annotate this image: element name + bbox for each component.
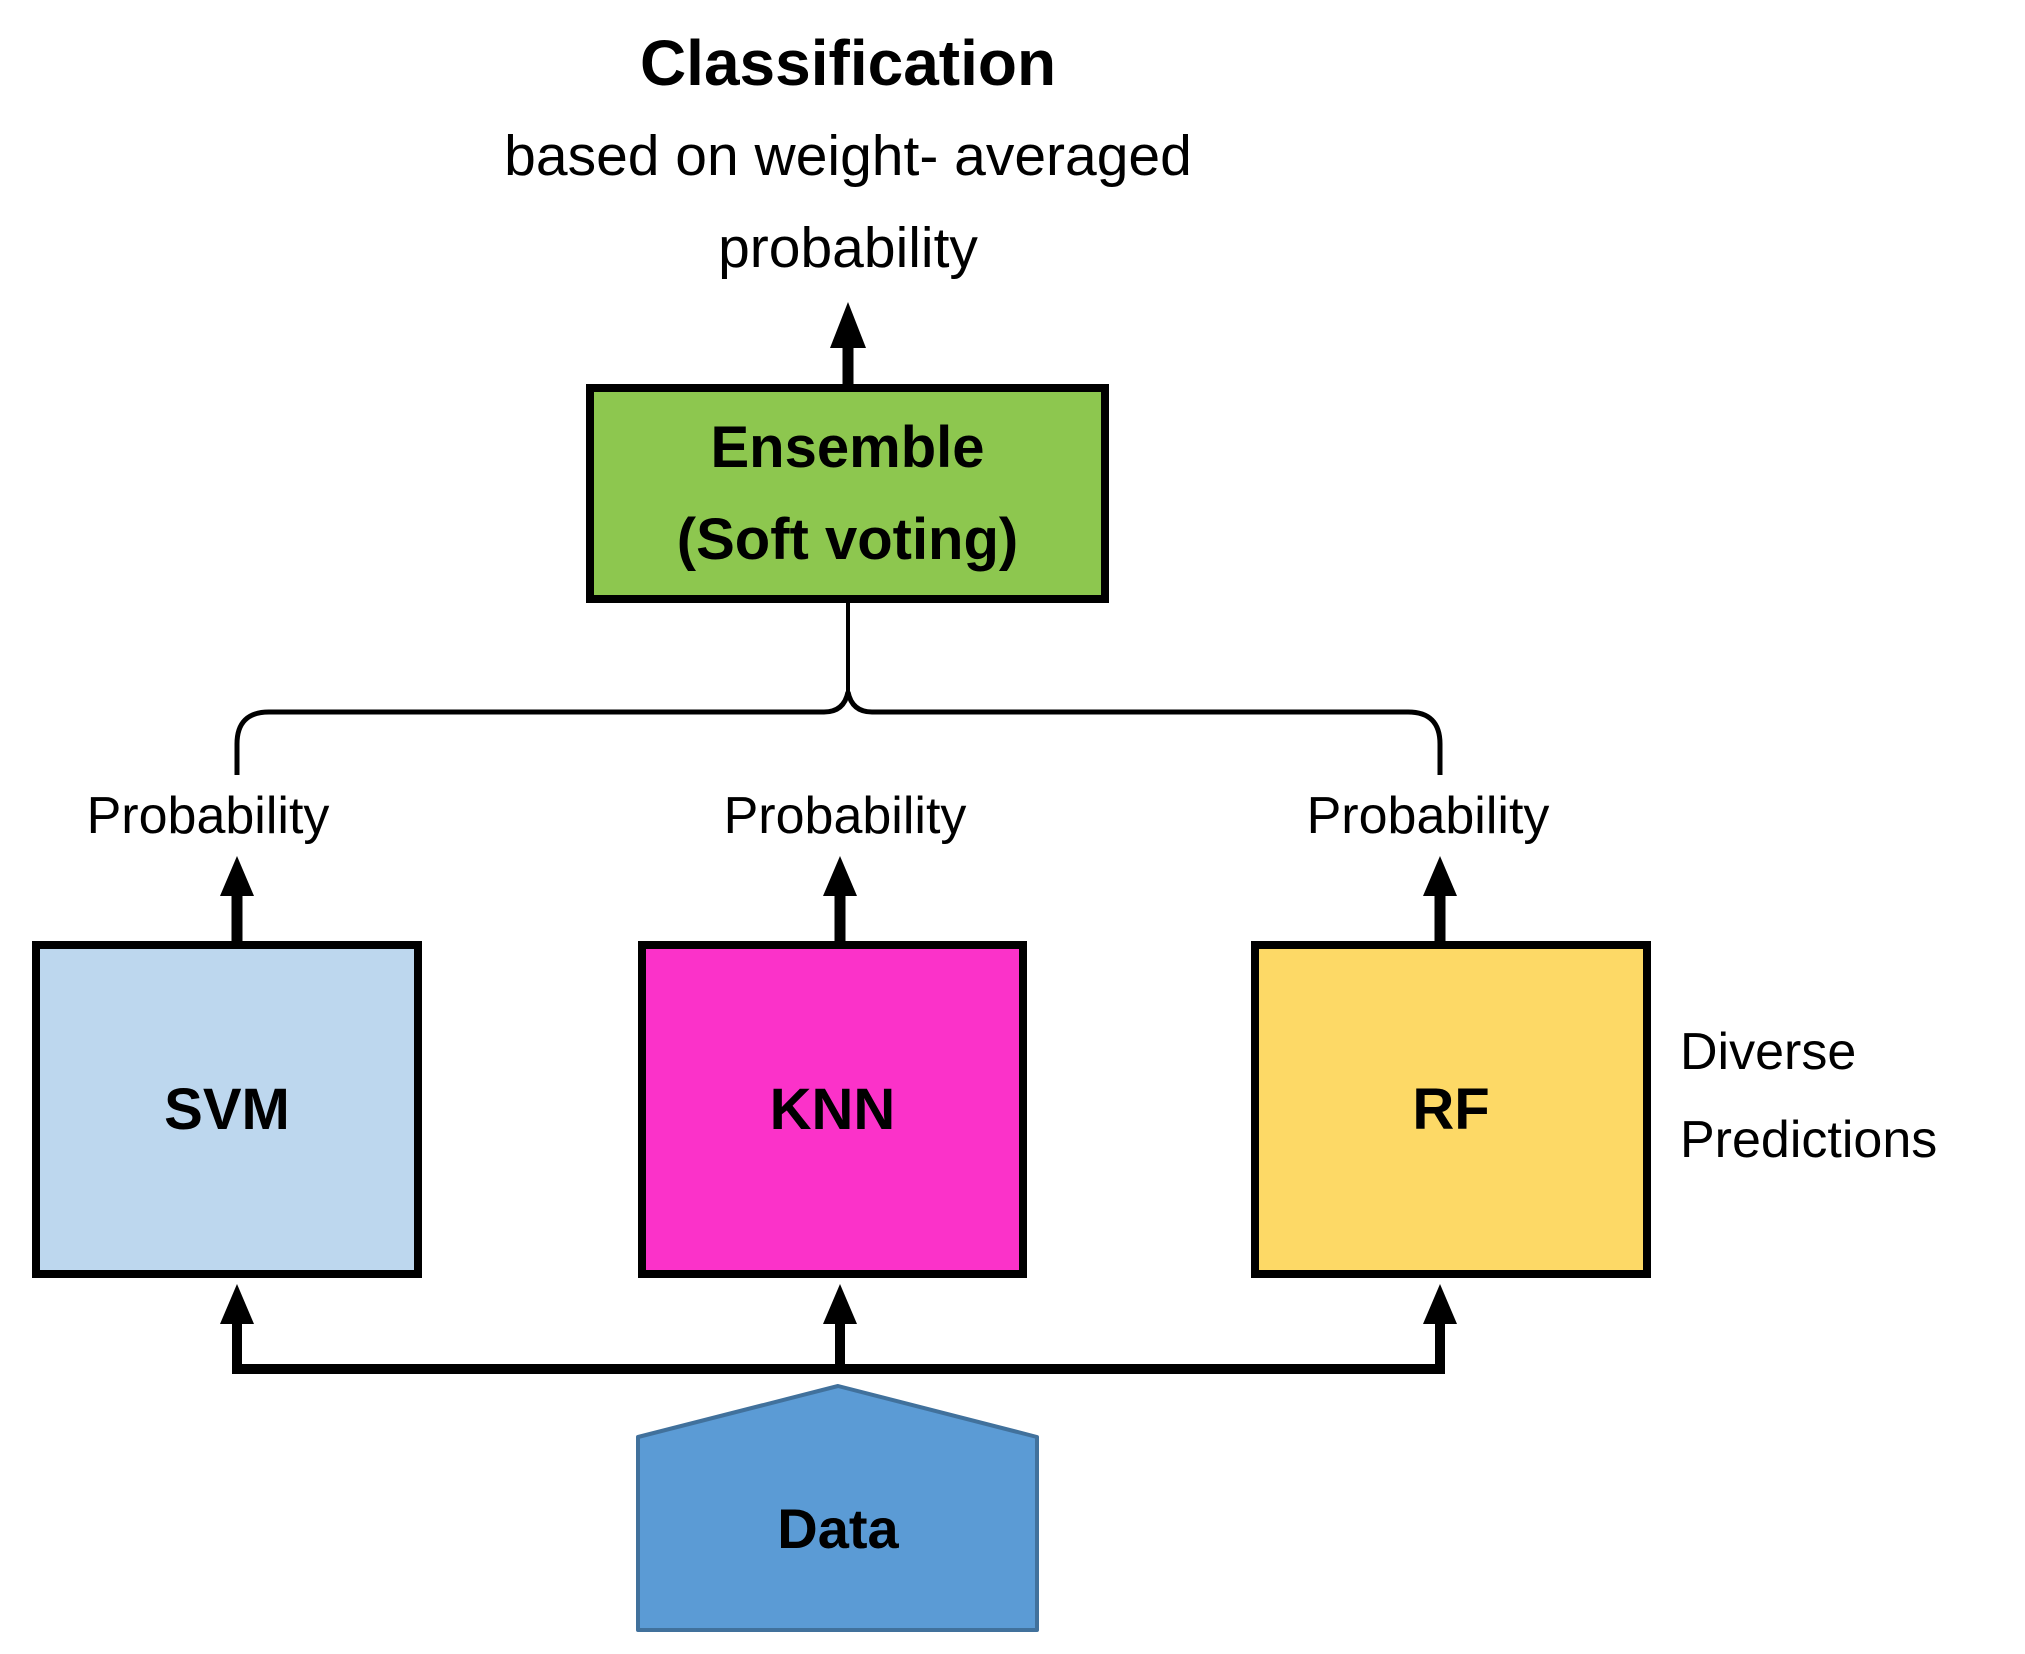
knn-label: KNN (769, 1076, 896, 1142)
classification-title: Classification (639, 27, 1057, 99)
knn-input-arrow-head (823, 1284, 857, 1324)
split-brace-group (234, 601, 1443, 775)
diverse-predictions-note: Diverse Predictions (1680, 1008, 1937, 1184)
svm-input-arrow-head (220, 1284, 254, 1324)
svm-probability-arrow-head (220, 856, 254, 896)
ensemble-sub-label: (Soft voting) (676, 506, 1019, 572)
probability-label-rf: Probability (1306, 787, 1550, 845)
data-distribution-connector (220, 1284, 1457, 1374)
split-brace (234, 691, 1443, 775)
probability-label-svm: Probability (86, 787, 330, 845)
knn-box: KNN (638, 941, 1027, 1278)
knn-probability-arrow-head (823, 856, 857, 896)
diverse-predictions-line2: Predictions (1680, 1111, 1938, 1169)
svm-box: SVM (32, 941, 422, 1278)
ensemble-label: Ensemble (710, 414, 985, 480)
ensemble-output-arrow (830, 302, 866, 390)
rf-probability-arrow-head (1423, 856, 1457, 896)
classification-subtitle-line1: based on weight- averaged (504, 124, 1192, 188)
classification-title-block: Classification based on weight- averaged… (504, 16, 1192, 294)
rf-input-arrow-head (1423, 1284, 1457, 1324)
diverse-predictions-line1: Diverse (1680, 1023, 1857, 1081)
probability-label-knn: Probability (723, 787, 967, 845)
data-pentagon-shape (636, 1384, 1039, 1632)
svm-label: SVM (164, 1076, 290, 1142)
data-label: Data (777, 1497, 899, 1560)
probability-arrows (220, 856, 1457, 944)
ensemble-output-arrow-head (830, 302, 866, 348)
rf-box: RF (1251, 941, 1651, 1278)
classification-subtitle-line2: probability (718, 216, 978, 280)
ensemble-box: Ensemble (Soft voting) (586, 384, 1109, 603)
rf-label: RF (1412, 1076, 1490, 1142)
